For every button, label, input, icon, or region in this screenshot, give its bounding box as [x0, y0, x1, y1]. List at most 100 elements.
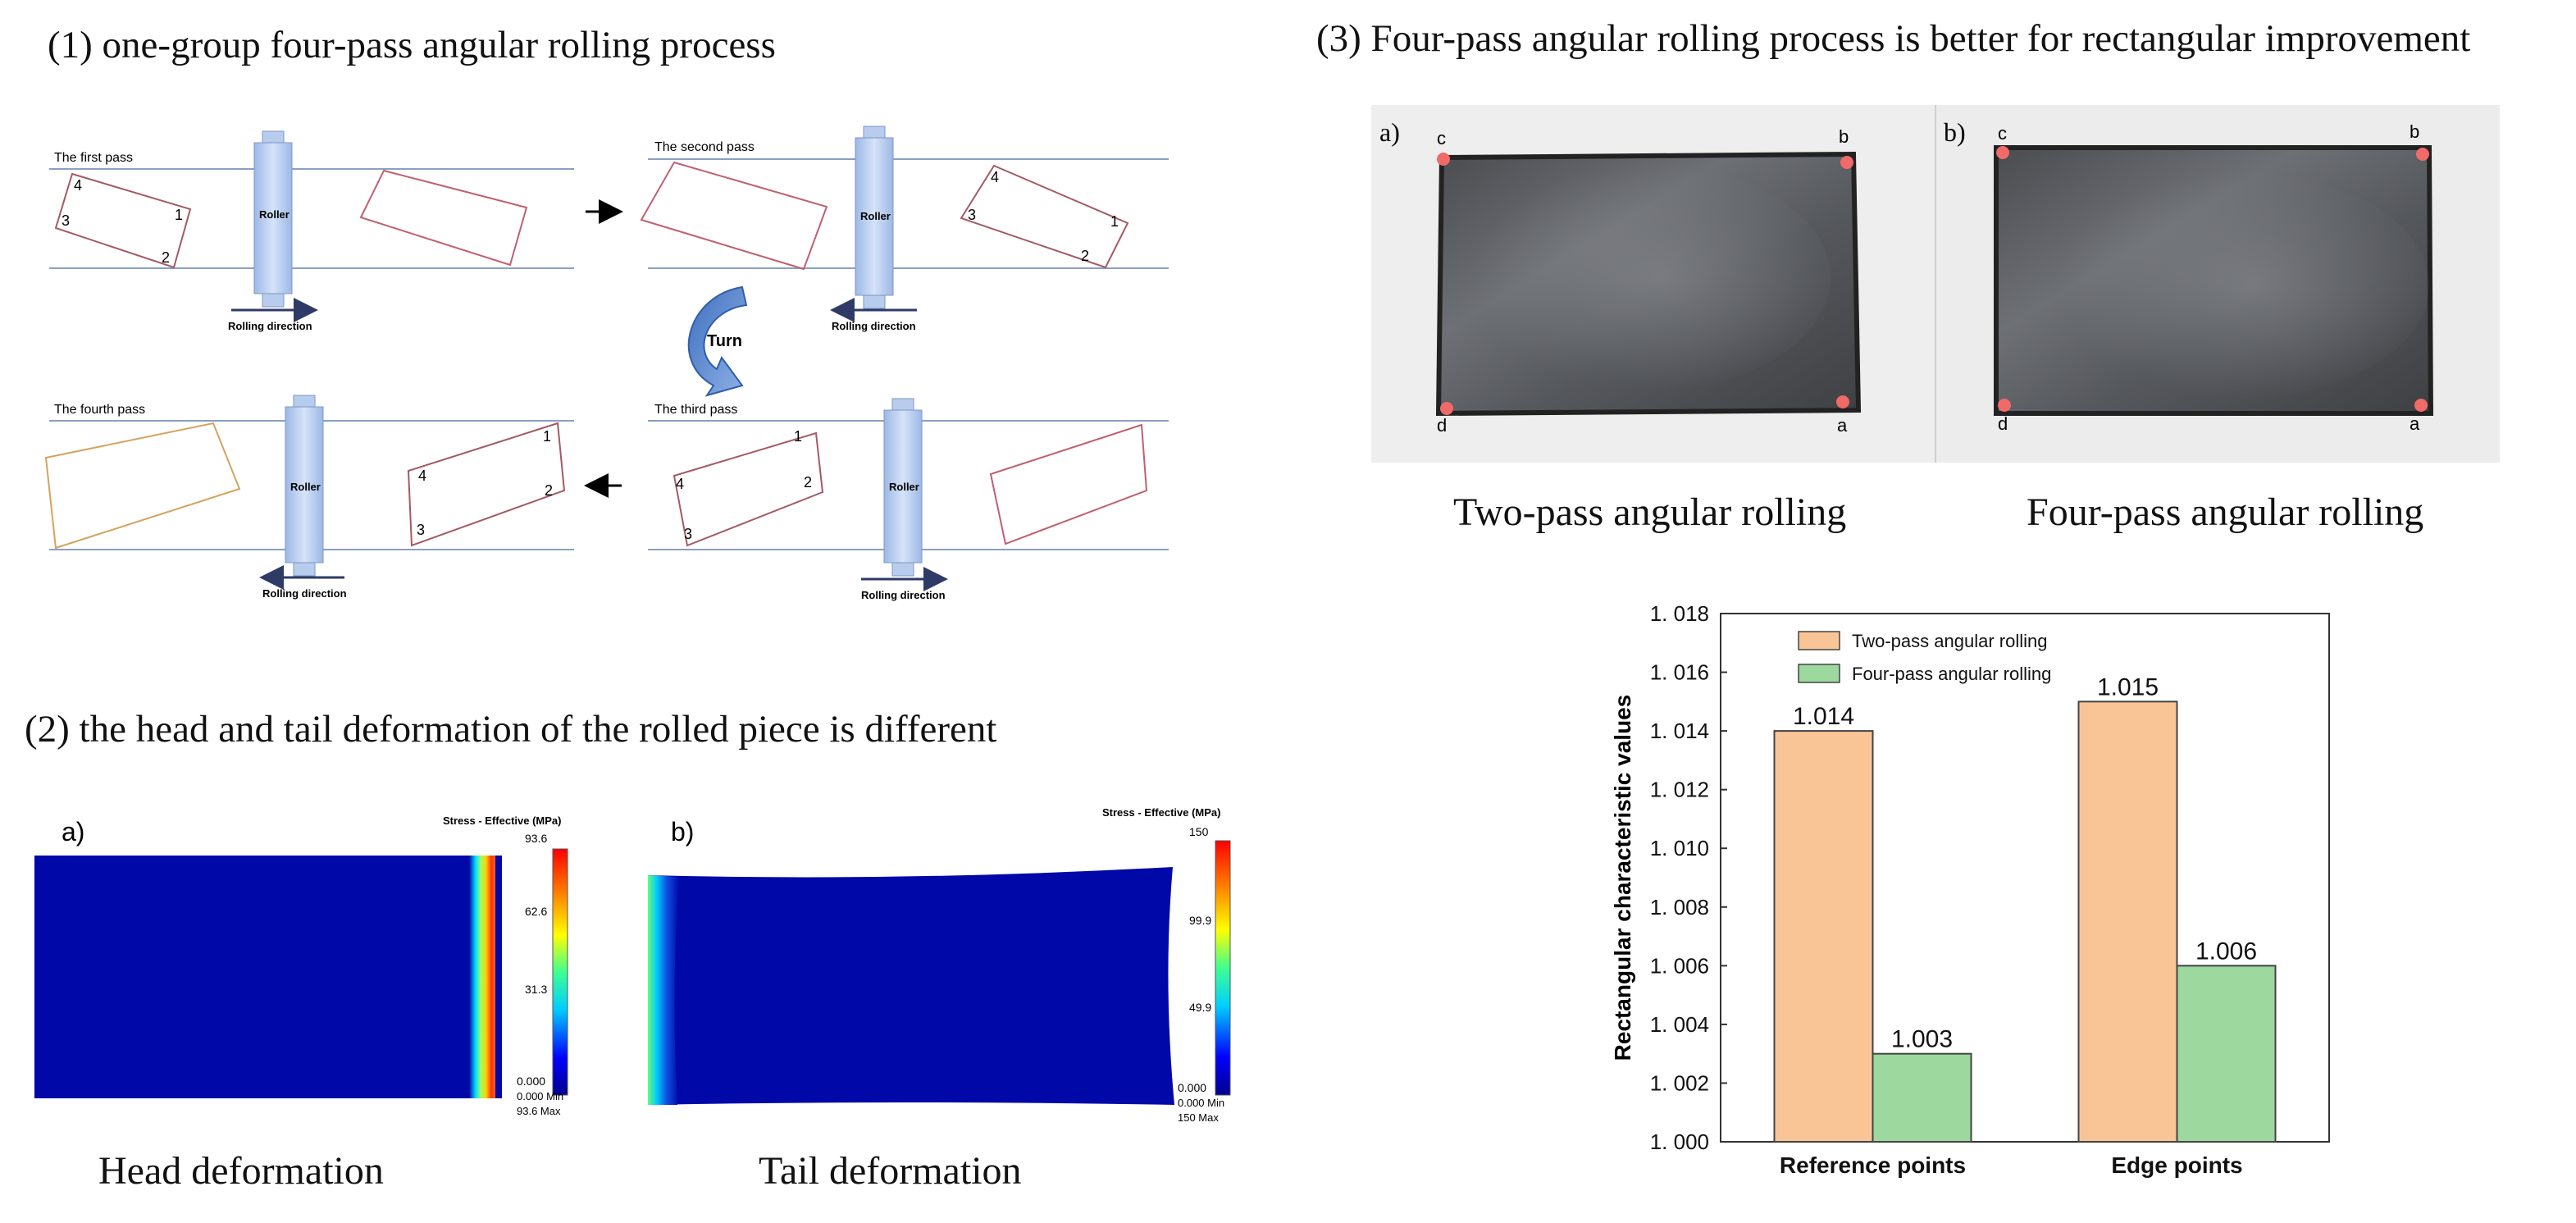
- tail-tick-3: 49.9: [1189, 1001, 1211, 1014]
- pass-label-second: The second pass: [654, 140, 755, 154]
- head-min-line: 0.000 Min: [517, 1090, 563, 1102]
- corner-marker-c: [1996, 146, 2009, 159]
- tail-max-line: 150 Max: [1178, 1111, 1219, 1124]
- workpiece-pass4-before: [407, 422, 566, 547]
- roller-label: Roller: [290, 481, 321, 493]
- head-deformation-field: [34, 856, 502, 1098]
- legend-title: Stress - Effective (MPa): [1102, 806, 1221, 819]
- roller-label: Roller: [889, 481, 919, 493]
- y-tick-label: 1. 012: [1650, 778, 1709, 802]
- caption-two-pass-photo: Two-pass angular rolling: [1453, 491, 1847, 534]
- heading-rectangularity: (3) Four-pass angular rolling process is…: [1316, 17, 2471, 60]
- corner-number-2: 2: [162, 249, 170, 266]
- heading-process: (1) one-group four-pass angular rolling …: [48, 24, 776, 66]
- bar-value-label: 1.014: [1793, 703, 1854, 730]
- corner-marker-a: [2414, 399, 2428, 412]
- head-tick-2: 62.6: [525, 905, 547, 918]
- workpiece-pass1-before: [54, 172, 192, 269]
- corner-number-1: 1: [543, 428, 551, 445]
- corner-number-4: 4: [991, 169, 999, 185]
- y-tick-label: 1. 016: [1650, 660, 1709, 685]
- bar: [2077, 700, 2178, 1143]
- corner-number-4: 4: [676, 476, 684, 492]
- corner-number-1: 1: [175, 207, 183, 223]
- y-tick-label: 1. 004: [1650, 1012, 1709, 1037]
- corner-marker-d: [1440, 402, 1453, 415]
- y-tick-label: 1. 008: [1650, 895, 1709, 920]
- band-lines: [49, 158, 1169, 550]
- head-tick-max: 93.6: [525, 832, 547, 845]
- rolled-plate-photos: a) c b a d b) c b a d: [1371, 105, 2500, 463]
- y-tick-label: 1. 010: [1650, 836, 1709, 860]
- corner-label-d: d: [1998, 413, 2008, 434]
- tail-tick-min: 0.000: [1178, 1081, 1206, 1094]
- caption-four-pass-photo: Four-pass angular rolling: [2027, 491, 2424, 534]
- corner-marker-d: [1998, 399, 2011, 412]
- heading-deformation: (2) the head and tail deformation of the…: [25, 708, 997, 751]
- corner-number-3: 3: [417, 522, 425, 538]
- rolling-direction-label: Rolling direction: [832, 320, 916, 332]
- corner-number-3: 3: [62, 212, 70, 229]
- legend-label: Two-pass angular rolling: [1852, 631, 2047, 651]
- workpiece-pass2-after: [960, 164, 1129, 269]
- corner-number-3: 3: [968, 207, 976, 223]
- roller-pass3: Roller: [883, 398, 923, 577]
- rolling-direction-label: Rolling direction: [861, 589, 946, 601]
- corner-number-3: 3: [684, 526, 692, 542]
- head-tick-3: 31.3: [525, 983, 547, 996]
- panel-label-b: b): [671, 817, 694, 847]
- tail-min-line: 0.000 Min: [1178, 1097, 1224, 1109]
- rolling-direction-label: Rolling direction: [262, 587, 347, 600]
- deformation-panels: a) Stress - Effective (MPa) 93.6 62.6 31…: [34, 806, 1231, 1124]
- caption-tail-deformation: Tail deformation: [759, 1149, 1022, 1193]
- bar: [1773, 730, 1874, 1143]
- corner-label-c: c: [1998, 123, 2007, 144]
- bar: [2176, 965, 2277, 1143]
- bar-value-label: 1.006: [2195, 938, 2257, 965]
- tail-colorbar: [1215, 840, 1231, 1096]
- bar-value-label: 1.015: [2097, 673, 2159, 700]
- corner-marker-c: [1437, 153, 1450, 166]
- workpiece-pass4-after: [44, 422, 241, 550]
- tail-deformation-field: [648, 867, 1174, 1105]
- bar: [1872, 1052, 1972, 1143]
- corner-number-1: 1: [1110, 213, 1119, 230]
- pass-label-fourth: The fourth pass: [54, 403, 145, 417]
- workpiece-pass3-after: [989, 423, 1148, 545]
- workpiece-pass3-before: [672, 431, 824, 547]
- corner-number-1: 1: [794, 428, 802, 445]
- rolling-direction-label: Rolling direction: [228, 320, 312, 332]
- corner-number-2: 2: [1081, 248, 1089, 264]
- y-tick-label: 1. 006: [1650, 953, 1709, 978]
- head-max-line: 93.6 Max: [517, 1105, 561, 1117]
- y-tick-label: 1. 000: [1650, 1129, 1709, 1154]
- corner-number-2: 2: [804, 474, 812, 491]
- corner-number-2: 2: [545, 482, 553, 499]
- pass-label-first: The first pass: [54, 151, 133, 165]
- legend-swatch: [1798, 631, 1840, 650]
- corner-label-b: b: [2410, 121, 2419, 142]
- workpiece-pass2-before: [640, 161, 828, 271]
- tail-tick-max: 150: [1189, 825, 1209, 838]
- tail-deformation-edge: [648, 875, 679, 1105]
- turn-label: Turn: [707, 332, 742, 350]
- legend-label: Four-pass angular rolling: [1852, 664, 2051, 684]
- head-deformation-edge: [469, 856, 495, 1098]
- head-tick-min: 0.000: [517, 1075, 545, 1088]
- head-colorbar: [552, 848, 568, 1096]
- caption-head-deformation: Head deformation: [98, 1149, 384, 1193]
- corner-label-b: b: [1839, 126, 1849, 147]
- roller-label: Roller: [860, 210, 891, 222]
- plot-frame: [1720, 613, 2330, 1143]
- corner-marker-a: [1836, 395, 1849, 408]
- corner-marker-b: [2416, 148, 2429, 161]
- roller-label: Roller: [259, 208, 290, 221]
- bar-value-label: 1.003: [1891, 1026, 1953, 1053]
- x-category-label: Edge points: [2111, 1152, 2242, 1178]
- roller-pass4: Roller: [285, 395, 324, 577]
- turn-arrow-icon: Turn: [687, 285, 748, 397]
- photo-panel-label-a: a): [1379, 117, 1400, 147]
- tail-tick-2: 99.9: [1189, 914, 1211, 927]
- corner-label-a: a: [1837, 415, 1848, 436]
- x-category-label: Reference points: [1780, 1152, 1966, 1178]
